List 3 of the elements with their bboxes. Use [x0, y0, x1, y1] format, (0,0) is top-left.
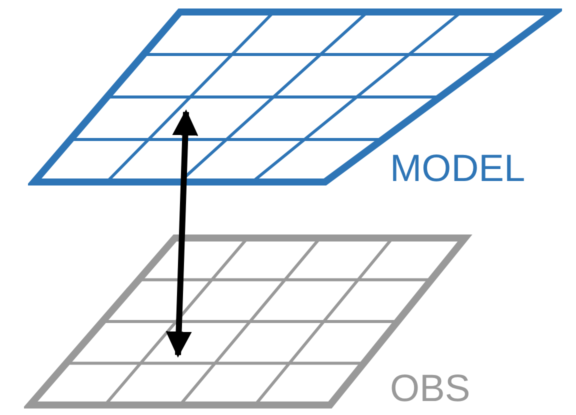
layer-label: MODEL	[390, 150, 526, 188]
double-arrow	[166, 109, 198, 358]
layer-label: OBS	[390, 370, 470, 408]
